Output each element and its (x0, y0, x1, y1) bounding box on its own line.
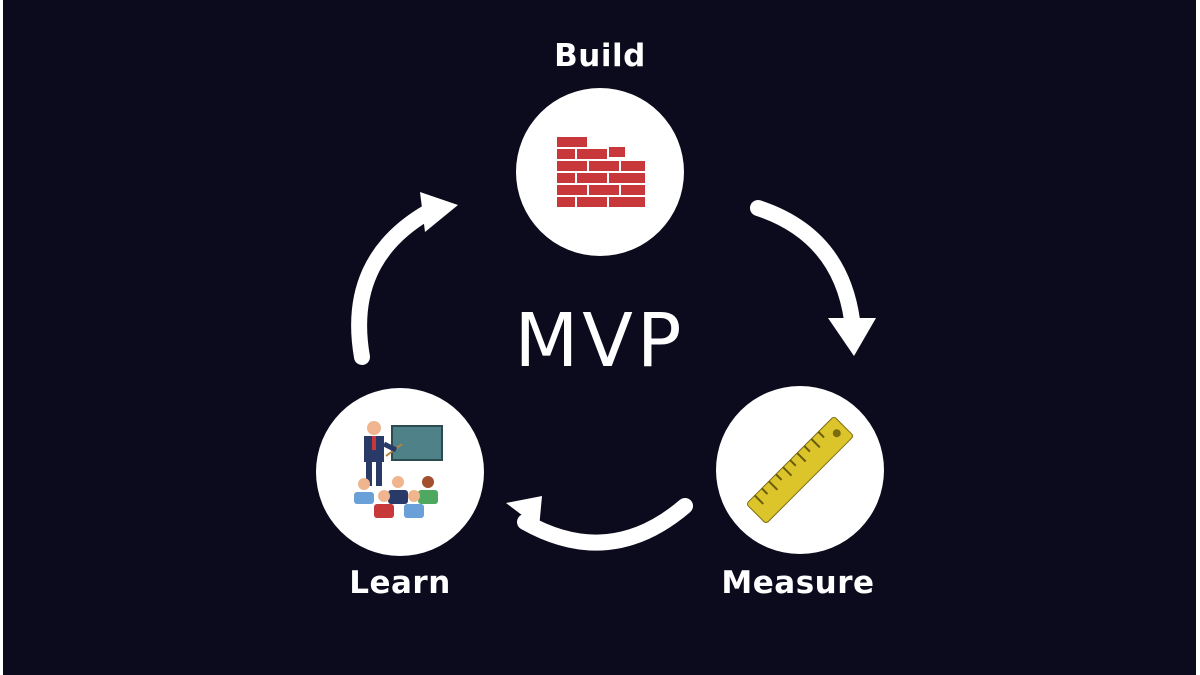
arrow-build-to-measure (750, 200, 860, 328)
center-title: MVP (514, 298, 686, 384)
arrow-measure-to-learn (517, 498, 693, 551)
learn-node (316, 388, 484, 556)
classroom-icon (354, 421, 443, 518)
arrowhead-build-to-measure (828, 318, 876, 356)
build-node (516, 88, 684, 256)
build-label: Build (554, 38, 646, 74)
ruler-icon (747, 417, 853, 523)
arrow-learn-to-build (351, 204, 436, 365)
measure-label: Measure (721, 565, 875, 601)
learn-label: Learn (349, 565, 451, 601)
arrowhead-measure-to-learn (506, 496, 542, 528)
brick-wall-icon (555, 135, 647, 209)
arrowhead-learn-to-build (420, 192, 458, 232)
measure-node (716, 386, 884, 554)
